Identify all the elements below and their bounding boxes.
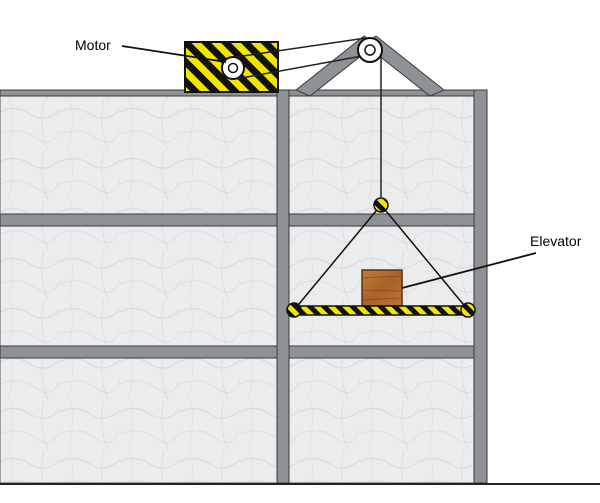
motor-shaft-core: [227, 62, 239, 74]
elevator: [286, 197, 476, 318]
elevator-leader: [401, 252, 537, 289]
platform-joint-left: [286, 302, 302, 318]
sling-left: [293, 204, 382, 311]
motor-leader: [121, 45, 227, 63]
platform-joint-right: [460, 302, 476, 318]
wall-panel-mid-left: [0, 225, 278, 347]
wall-panel-bottom-left: [0, 357, 278, 484]
pulley: [357, 37, 383, 63]
motor-label: Motor: [75, 37, 111, 53]
wall-panel-bottom-right: [288, 357, 475, 484]
wall-panel-top-left: [0, 93, 278, 215]
platform: [291, 305, 472, 316]
hook-joint: [373, 197, 389, 213]
cable: [235, 37, 382, 197]
annotations: Motor Elevator: [75, 37, 582, 289]
center-column: [276, 89, 290, 484]
crate: [361, 269, 403, 307]
elevator-label: Elevator: [530, 233, 582, 249]
right-column: [473, 89, 488, 484]
motor: [184, 41, 279, 93]
floor-beam-2: [0, 345, 488, 359]
floor-beam-1: [0, 213, 488, 227]
sling-right: [380, 204, 469, 311]
building: [0, 89, 600, 485]
